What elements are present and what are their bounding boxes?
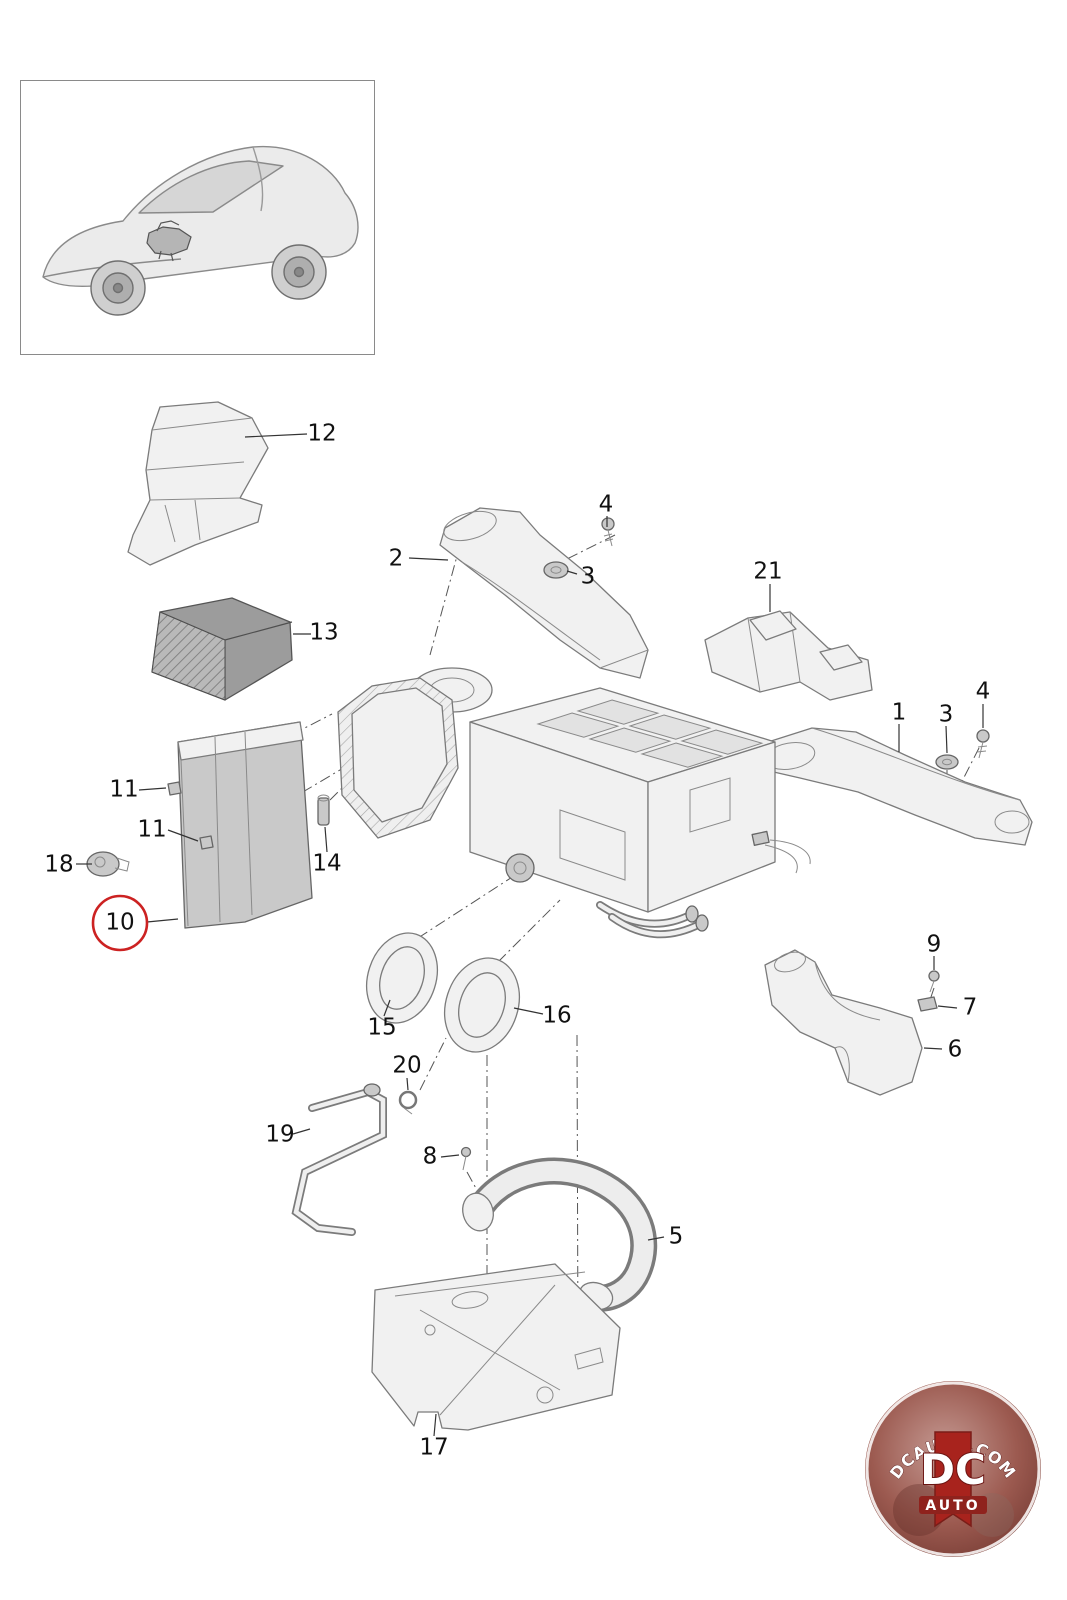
callout-leader-lines (76, 433, 984, 1437)
callout-11-b: 11 (137, 816, 167, 843)
part-14-damper-pin (317, 794, 330, 826)
callout-12: 12 (307, 420, 337, 447)
callout-16: 16 (542, 1002, 572, 1029)
part-7-clip (917, 996, 938, 1012)
part-15-seal (366, 932, 438, 1024)
part-9-screw (928, 970, 940, 993)
part-18-mount (86, 851, 130, 877)
callout-10-highlighted: 10 (105, 909, 135, 936)
part-19-tube-frame (291, 1083, 387, 1236)
callout-17: 17 (419, 1434, 449, 1461)
part-16-seal (444, 957, 520, 1053)
part-13-foam-insert (151, 597, 293, 701)
callout-20: 20 (392, 1052, 422, 1079)
part-17-floor-panel (371, 1263, 621, 1431)
callout-11-a: 11 (109, 776, 139, 803)
part-6-footwell-duct (764, 949, 923, 1096)
callout-8: 8 (422, 1143, 438, 1170)
callout-4-right: 4 (975, 678, 991, 705)
callout-3-top: 3 (580, 563, 596, 590)
part-11-clip-b (199, 835, 214, 850)
part-2-center-air-duct (439, 507, 649, 679)
callout-14: 14 (312, 850, 342, 877)
callout-6: 6 (947, 1036, 963, 1063)
callout-3-right: 3 (938, 701, 954, 728)
callout-13: 13 (309, 619, 339, 646)
part-20-clip (398, 1090, 418, 1115)
callout-4-top: 4 (598, 491, 614, 518)
part-4-screw-top (601, 517, 615, 547)
hvac-unit-assembly (337, 667, 811, 939)
engine-highlight (146, 220, 192, 262)
callout-5: 5 (668, 1223, 684, 1250)
callout-19: 19 (265, 1121, 295, 1148)
part-12-fresh-air-duct (127, 401, 269, 566)
callout-15: 15 (367, 1014, 397, 1041)
badge-auto-text: AUTO (925, 1498, 980, 1514)
part-21-right-center-duct (704, 610, 873, 701)
part-3-grommet-right (935, 754, 959, 770)
vehicle-thumbnail-box (20, 80, 375, 355)
part-10-side-panel (177, 721, 313, 929)
badge-auto-band (919, 1496, 987, 1514)
callout-2: 2 (388, 545, 404, 572)
part-11-clip-a (167, 781, 182, 796)
callout-7: 7 (962, 994, 978, 1021)
vehicle-thumbnail-sketch (42, 145, 359, 316)
part-8-screw (460, 1146, 472, 1171)
part-1-side-duct (764, 727, 1033, 846)
callout-9: 9 (926, 931, 942, 958)
part-3-grommet-top (543, 561, 569, 579)
badge-dc-text: DC (920, 1445, 986, 1494)
callout-18: 18 (44, 851, 74, 878)
highlight-circle-10 (91, 894, 149, 952)
part-5-footwell-duct (462, 1157, 658, 1312)
part-4-screw-right (976, 729, 990, 759)
callout-21: 21 (753, 558, 783, 585)
callout-1: 1 (891, 699, 907, 726)
